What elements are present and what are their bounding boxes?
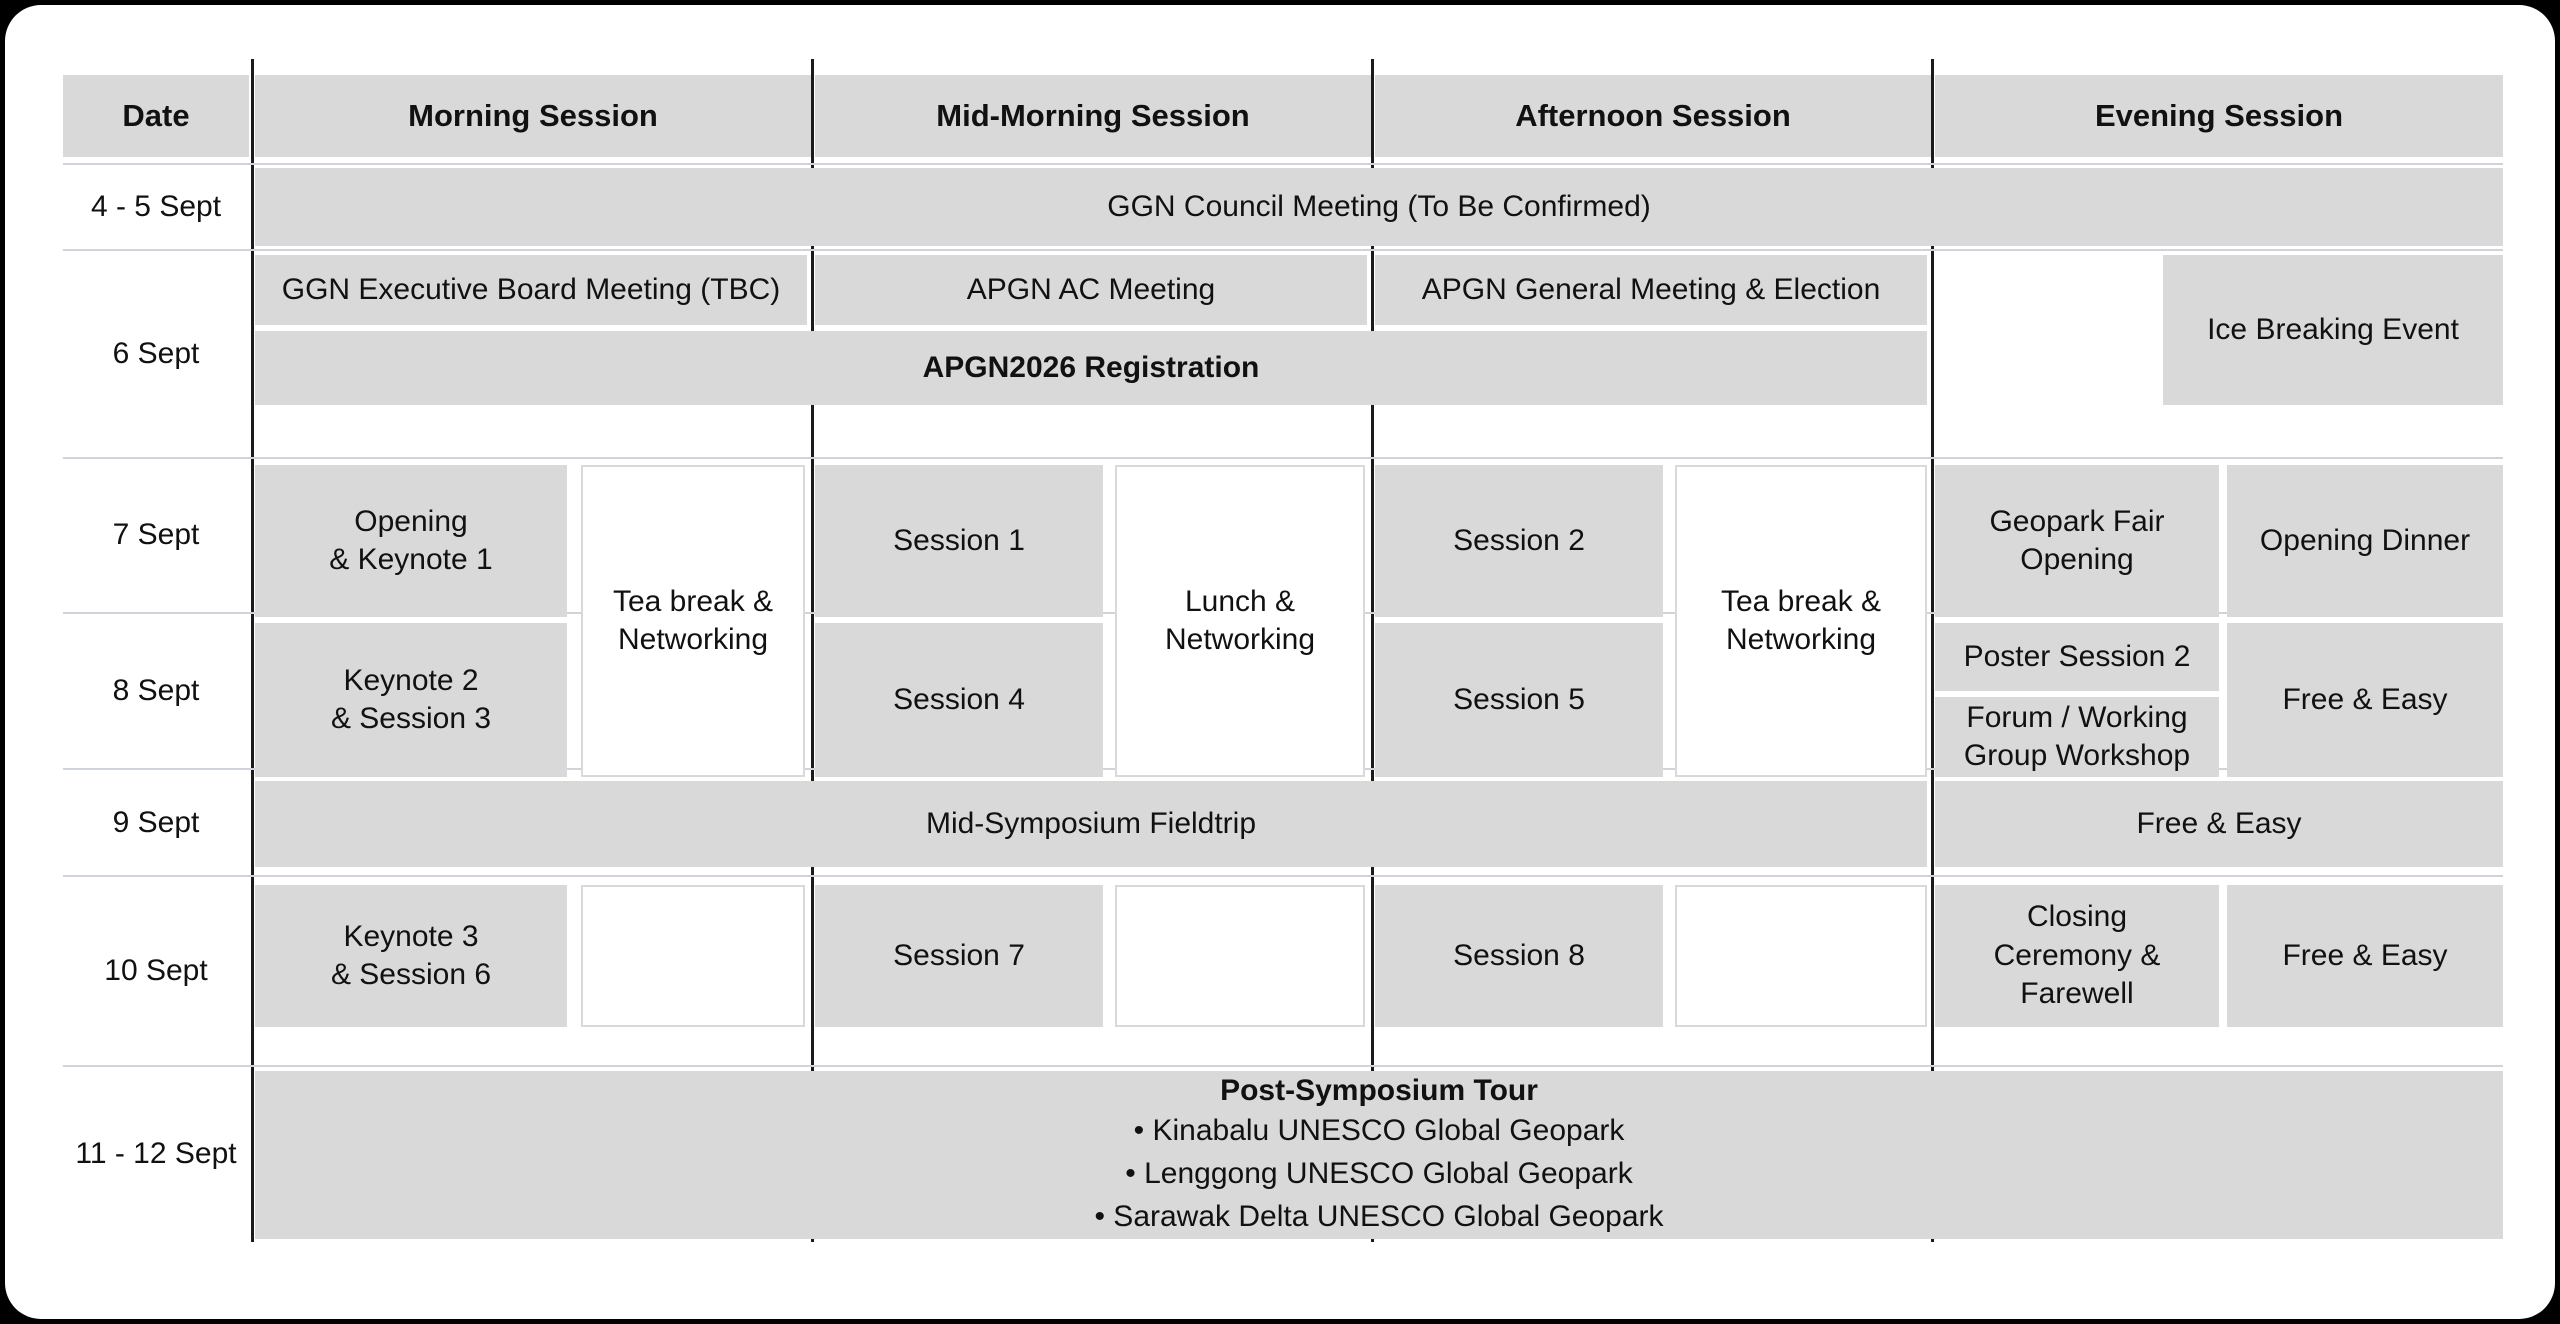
- event-keynote3-session6: Keynote 3 & Session 6: [255, 885, 567, 1027]
- column-header-date: Date: [63, 75, 249, 157]
- event-lunch-networking: Lunch & Networking: [1115, 465, 1365, 777]
- post-symposium-tour-item-3: • Sarawak Delta UNESCO Global Geopark: [1094, 1199, 1664, 1233]
- event-free-easy-9-sept: Free & Easy: [1935, 781, 2503, 867]
- event-free-easy-10-sept: Free & Easy: [2227, 885, 2503, 1027]
- event-break-lunch-10-sept: [1115, 885, 1365, 1027]
- event-session-1: Session 1: [815, 465, 1103, 617]
- row-divider-45sept: [63, 249, 2503, 251]
- event-ggn-council-meeting: GGN Council Meeting (To Be Confirmed): [255, 168, 2503, 246]
- column-header-evening: Evening Session: [1935, 75, 2503, 157]
- date-label-7-sept: 7 Sept: [112, 518, 200, 552]
- column-divider-2: [811, 59, 814, 1242]
- event-ice-breaking: Ice Breaking Event: [2163, 255, 2503, 405]
- event-session-7: Session 7: [815, 885, 1103, 1027]
- schedule-card: Date Morning Session Mid-Morning Session…: [5, 5, 2555, 1319]
- event-session-4: Session 4: [815, 623, 1103, 777]
- post-symposium-tour-title: Post-Symposium Tour: [1220, 1073, 1538, 1107]
- event-poster-session-2: Poster Session 2: [1935, 623, 2219, 691]
- date-label-6-sept: 6 Sept: [112, 336, 200, 370]
- event-session-5: Session 5: [1375, 623, 1663, 777]
- date-label-9-sept: 9 Sept: [112, 805, 200, 839]
- row-divider-header: [63, 163, 2503, 165]
- event-opening-dinner: Opening Dinner: [2227, 465, 2503, 617]
- date-label-8-sept: 8 Sept: [112, 674, 200, 708]
- event-break-morning-10-sept: [581, 885, 805, 1027]
- row-divider-9sept: [63, 875, 2503, 877]
- event-geopark-fair-opening: Geopark Fair Opening: [1935, 465, 2219, 617]
- row-divider-6sept: [63, 457, 2503, 459]
- event-session-2: Session 2: [1375, 465, 1663, 617]
- event-keynote2-session3: Keynote 2 & Session 3: [255, 623, 567, 777]
- date-label-4-5-sept: 4 - 5 Sept: [90, 189, 222, 223]
- post-symposium-tour-item-2: • Lenggong UNESCO Global Geopark: [1125, 1156, 1633, 1190]
- date-label-10-sept: 10 Sept: [104, 953, 208, 987]
- event-apgn-ac-meeting: APGN AC Meeting: [815, 255, 1367, 325]
- row-divider-10sept: [63, 1065, 2503, 1067]
- schedule-table: Date Morning Session Mid-Morning Session…: [63, 59, 2503, 1255]
- event-ggn-executive-board: GGN Executive Board Meeting (TBC): [255, 255, 807, 325]
- event-tea-break-afternoon: Tea break & Networking: [1675, 465, 1927, 777]
- event-break-afternoon-10-sept: [1675, 885, 1927, 1027]
- column-divider-4: [1931, 59, 1934, 1242]
- event-forum-working-group: Forum / Working Group Workshop: [1935, 697, 2219, 777]
- date-label-11-12-sept: 11 - 12 Sept: [75, 1137, 237, 1171]
- column-divider-3: [1371, 59, 1374, 1242]
- event-apgn2026-registration: APGN2026 Registration: [255, 331, 1927, 405]
- column-header-midmorning: Mid-Morning Session: [815, 75, 1371, 157]
- event-apgn-general-meeting: APGN General Meeting & Election: [1375, 255, 1927, 325]
- event-mid-symposium-fieldtrip: Mid-Symposium Fieldtrip: [255, 781, 1927, 867]
- event-closing-ceremony: Closing Ceremony & Farewell: [1935, 885, 2219, 1027]
- event-tea-break-morning: Tea break & Networking: [581, 465, 805, 777]
- column-header-afternoon: Afternoon Session: [1375, 75, 1931, 157]
- column-divider-1: [251, 59, 254, 1242]
- event-post-symposium-tour: Post-Symposium Tour • Kinabalu UNESCO Gl…: [255, 1071, 2503, 1239]
- event-session-8: Session 8: [1375, 885, 1663, 1027]
- event-opening-keynote1: Opening & Keynote 1: [255, 465, 567, 617]
- column-header-morning: Morning Session: [255, 75, 811, 157]
- post-symposium-tour-item-1: • Kinabalu UNESCO Global Geopark: [1133, 1114, 1625, 1148]
- event-free-easy-8-sept: Free & Easy: [2227, 623, 2503, 777]
